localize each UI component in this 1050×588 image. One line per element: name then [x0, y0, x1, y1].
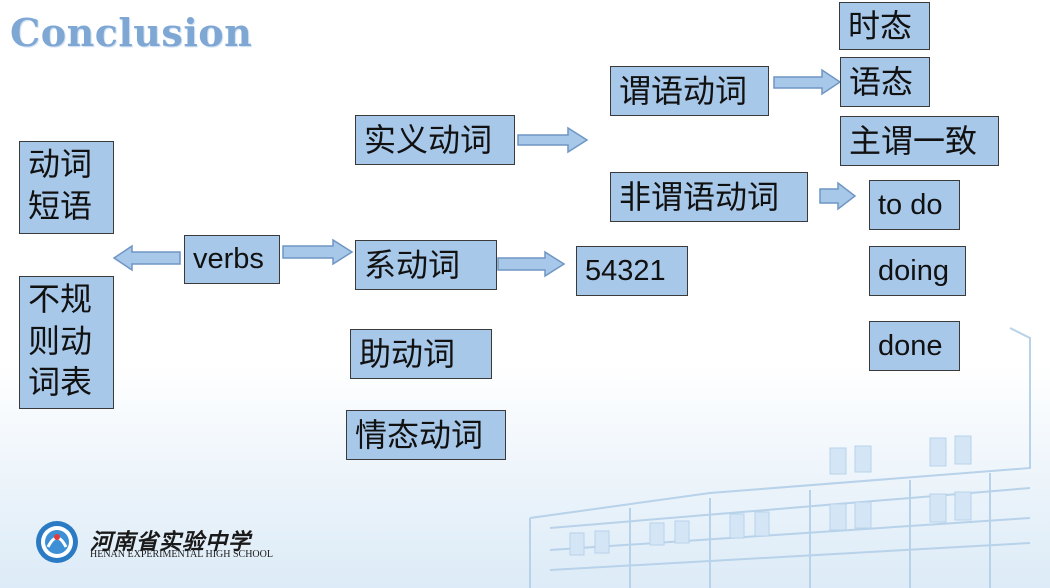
node-notional-verbs: 实义动词	[355, 115, 515, 165]
node-tense: 时态	[839, 2, 930, 50]
school-name-chinese: 河南省实验中学	[90, 529, 252, 555]
arrow-verbs-linking	[282, 238, 354, 266]
slide-title: Conclusion	[10, 10, 253, 55]
node-to-do: to do	[869, 180, 960, 230]
school-building-illustration	[529, 327, 1031, 588]
node-modal-verbs: 情态动词	[346, 410, 506, 460]
node-verbs: verbs	[184, 235, 280, 284]
node-auxiliary-verbs: 助动词	[350, 329, 492, 379]
school-logo-icon	[36, 521, 78, 563]
node-phrasal-verbs: 动词 短语	[19, 141, 114, 234]
node-irregular-verbs-table: 不规 则动 词表	[19, 276, 114, 409]
arrow-predicate-voice	[773, 68, 842, 96]
arrow-linking-54321	[497, 250, 566, 278]
arrow-notional	[517, 126, 589, 154]
arrow-nonpredicate	[819, 181, 857, 211]
node-54321: 54321	[576, 246, 688, 296]
node-done: done	[869, 321, 960, 371]
node-doing: doing	[869, 246, 966, 296]
node-predicate-verbs: 谓语动词	[610, 66, 769, 116]
school-name-english: HENAN EXPERIMENTAL HIGH SCHOOL	[90, 549, 273, 560]
node-linking-verbs: 系动词	[355, 240, 497, 290]
node-subject-verb-agreement: 主谓一致	[840, 116, 999, 166]
arrow-verbs-left	[112, 244, 181, 272]
node-voice: 语态	[840, 57, 930, 107]
node-nonpredicate-verbs: 非谓语动词	[610, 172, 808, 222]
